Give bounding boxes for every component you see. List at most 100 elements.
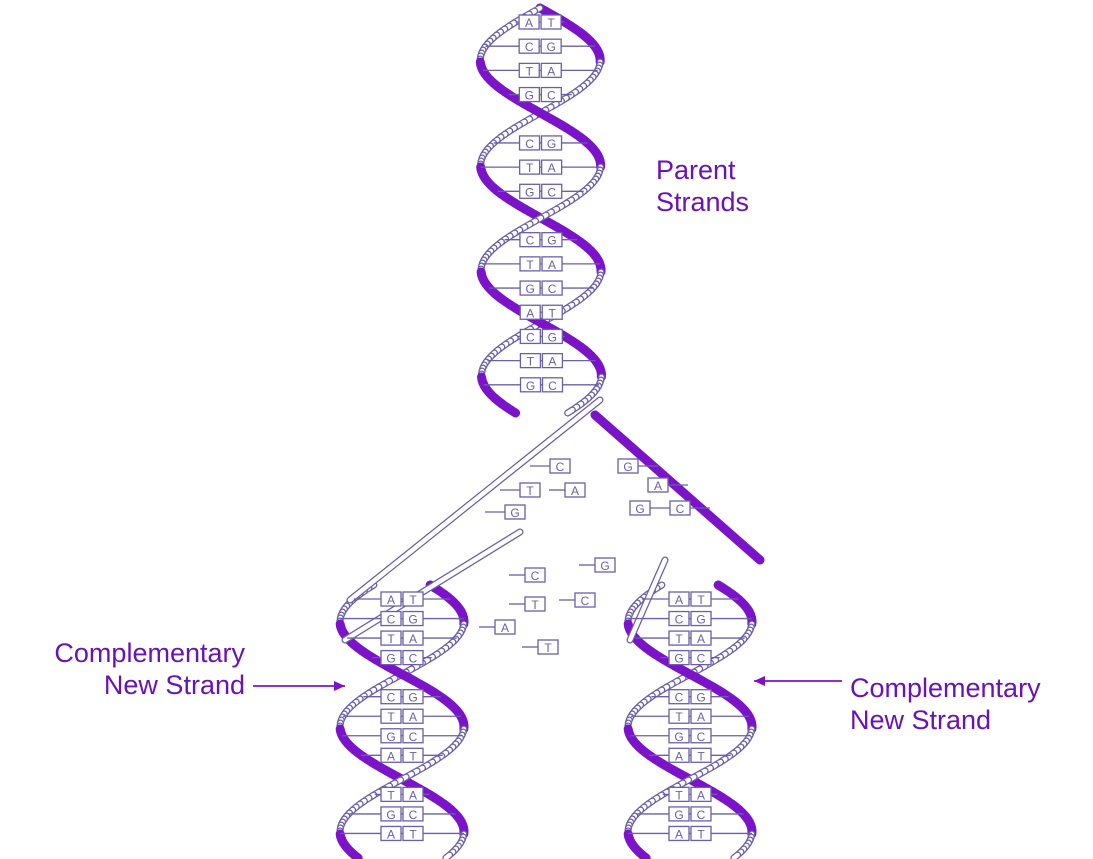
parent-strand-a-segment <box>511 410 516 413</box>
nucleotide-letter: T <box>409 749 417 763</box>
nucleotide-letter: A <box>675 749 683 763</box>
nucleotide-letter: G <box>547 234 556 248</box>
base-pair: GC <box>630 729 750 744</box>
base-pair-rungs: ATCGTAGCCGTAGCCGTAGCATCGTAGCATCGTAGCCGTA… <box>340 15 752 841</box>
pointer-arrows <box>253 676 842 691</box>
base-pair: TA <box>635 631 744 646</box>
nucleotide-letter: G <box>696 613 705 627</box>
fork-new-strand-right-fill <box>630 560 665 640</box>
nucleotide-letter: T <box>387 632 395 646</box>
nucleotide-letter: C <box>697 730 706 744</box>
nucleotide-letter: A <box>387 749 395 763</box>
free-nucleotide-letter: T <box>531 598 539 612</box>
nucleotide-letter: A <box>525 16 533 30</box>
fork-nucleotide: G <box>485 505 525 520</box>
nucleotide-letter: T <box>675 632 683 646</box>
fork-nucleotide-letter: C <box>676 502 685 516</box>
base-pair: TA <box>347 631 456 646</box>
nucleotide-letter: C <box>525 137 534 151</box>
nucleotide-letter: A <box>409 788 417 802</box>
new-strand-left-line1: Complementary <box>10 637 245 669</box>
nucleotide-letter: T <box>527 355 535 369</box>
nucleotide-letter: T <box>697 827 705 841</box>
base-pair: AT <box>340 826 464 841</box>
free-nucleotide: C <box>509 568 545 583</box>
free-nucleotide-letter: T <box>544 641 552 655</box>
fork-parent-strand-right <box>595 415 760 560</box>
nucleotide-letter: C <box>526 330 535 344</box>
fork-nucleotide: G <box>630 501 670 516</box>
base-pair: CG <box>486 39 595 54</box>
nucleotide-letter: A <box>697 632 705 646</box>
arrow-left-new-strand-head <box>334 681 345 691</box>
nucleotide-letter: T <box>526 258 534 272</box>
fork-nucleotide: T <box>500 483 540 498</box>
nucleotide-letter: T <box>387 710 395 724</box>
nucleotide-letter: C <box>547 185 556 199</box>
nucleotide-letter: G <box>526 379 535 393</box>
nucleotide-letter: A <box>409 632 417 646</box>
new-strand-label-right: Complementary New Strand <box>850 672 1041 736</box>
nucleotide-letter: A <box>409 710 417 724</box>
fork-nucleotide-letter: A <box>654 479 662 493</box>
nucleotide-letter: G <box>525 282 534 296</box>
base-pair: CG <box>628 612 751 627</box>
free-nucleotide: C <box>559 593 595 608</box>
nucleotide-letter: G <box>408 691 417 705</box>
right-daughter-strand-b-segment <box>642 855 646 858</box>
nucleotide-letter: A <box>387 827 395 841</box>
nucleotide-letter: A <box>547 64 555 78</box>
left-daughter-strand-b-segment <box>354 855 358 858</box>
nucleotide-letter: T <box>409 593 417 607</box>
nucleotide-letter: G <box>696 691 705 705</box>
fork-nucleotide-letter: T <box>526 484 534 498</box>
nucleotide-letter: A <box>697 788 705 802</box>
free-nucleotide-letter: C <box>581 594 590 608</box>
nucleotide-letter: C <box>697 652 706 666</box>
nucleotide-letter: C <box>387 613 396 627</box>
fork-nucleotide-letter: G <box>623 460 632 474</box>
nucleotide-letter: C <box>409 730 418 744</box>
nucleotide-letter: G <box>674 652 683 666</box>
nucleotide-letter: T <box>675 788 683 802</box>
base-pair: TA <box>375 787 429 802</box>
arrow-right-new-strand-head <box>754 676 765 686</box>
base-pair: TA <box>481 160 601 175</box>
arrow-left-new-strand <box>253 681 345 691</box>
nucleotide-letter: C <box>697 808 706 822</box>
fork-nucleotide: C <box>530 459 570 474</box>
nucleotide-letter: A <box>548 161 556 175</box>
nucleotide-letter: G <box>408 613 417 627</box>
nucleotide-letter: T <box>526 161 534 175</box>
fork-nucleotide-letter: C <box>556 460 565 474</box>
free-nucleotide-letter: G <box>600 559 609 573</box>
base-pair: CG <box>494 136 588 151</box>
nucleotide-letter: C <box>675 691 684 705</box>
new-strand-right-line1: Complementary <box>850 672 1041 704</box>
nucleotide-letter: G <box>547 137 556 151</box>
nucleotide-letter: A <box>548 258 556 272</box>
nucleotide-letter: T <box>549 306 557 320</box>
base-pair: GC <box>489 281 593 296</box>
nucleotide-letter: C <box>548 282 557 296</box>
free-nucleotide: A <box>549 483 585 498</box>
nucleotide-letter: G <box>674 730 683 744</box>
free-nucleotide: G <box>579 558 615 573</box>
nucleotide-letter: T <box>409 827 417 841</box>
nucleotide-letter: G <box>674 808 683 822</box>
nucleotide-letter: A <box>548 355 556 369</box>
nucleotide-letter: A <box>387 593 395 607</box>
nucleotide-letter: C <box>675 613 684 627</box>
fork-nucleotide-letter: G <box>635 502 644 516</box>
new-strand-right-line2: New Strand <box>850 704 1041 736</box>
nucleotide-letter: T <box>387 788 395 802</box>
nucleotide-letter: G <box>525 185 534 199</box>
base-pair: GC <box>637 807 744 822</box>
nucleotide-letter: T <box>547 16 555 30</box>
